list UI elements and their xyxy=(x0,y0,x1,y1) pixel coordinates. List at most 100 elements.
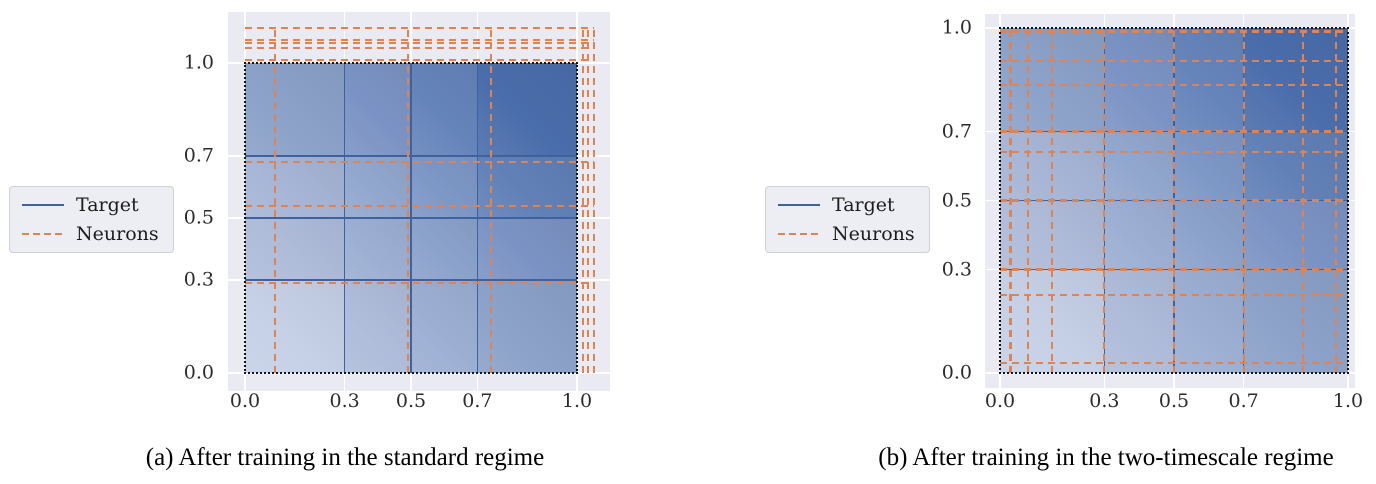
grid-cell xyxy=(344,156,411,218)
target-line-horizontal xyxy=(245,217,577,219)
neuron-line-vertical xyxy=(489,27,492,373)
cell-shading xyxy=(1174,131,1244,201)
neuron-line-horizontal xyxy=(1000,30,1348,33)
grid-cell xyxy=(411,63,478,156)
cell-shading xyxy=(245,156,345,218)
neuron-line-vertical xyxy=(581,27,585,373)
grid-cell xyxy=(1174,131,1244,201)
x-tick-label: 0.3 xyxy=(329,390,360,412)
grid-cell xyxy=(1104,200,1174,270)
cell-shading xyxy=(1243,131,1348,201)
cell-shading xyxy=(344,280,411,373)
cell-shading xyxy=(477,63,577,156)
cell-shading xyxy=(411,280,478,373)
y-tick-label: 0.7 xyxy=(183,144,214,167)
legend-label-neurons: Neurons xyxy=(76,223,159,245)
y-tick-label: 0.3 xyxy=(941,258,972,280)
x-tick-label: 0.0 xyxy=(984,390,1016,412)
grid-cell xyxy=(245,218,345,280)
grid-cell xyxy=(1174,28,1244,132)
grid-cell xyxy=(1174,200,1244,270)
legend-label-target: Target xyxy=(832,194,895,216)
y-tick-label: 0.3 xyxy=(183,268,214,291)
cell-shading xyxy=(1174,269,1244,373)
neuron-line-vertical xyxy=(592,27,596,373)
grid-cell xyxy=(477,218,577,280)
legend-item-neurons: Neurons xyxy=(778,223,915,245)
caption-b: (b) After training in the two-timescale … xyxy=(878,444,1334,471)
grid-cell xyxy=(477,156,577,218)
target-line-horizontal xyxy=(245,279,577,281)
grid-cell xyxy=(411,156,478,218)
grid-cell xyxy=(1243,131,1348,201)
grid-cell xyxy=(344,218,411,280)
neuron-line-horizontal xyxy=(245,26,594,30)
neuron-line-horizontal xyxy=(245,47,594,50)
neuron-line-horizontal xyxy=(1000,130,1348,133)
cell-shading xyxy=(477,280,577,373)
neuron-line-horizontal xyxy=(1000,361,1348,364)
grid-cell xyxy=(1243,269,1348,373)
target-line-sample xyxy=(22,203,64,207)
y-tick-label: 0.7 xyxy=(941,120,972,142)
grid-cell xyxy=(1104,28,1174,132)
grid-cell xyxy=(1174,269,1244,373)
neuron-line-horizontal xyxy=(245,204,594,207)
x-tick-label: 0.3 xyxy=(1089,390,1120,412)
grid-cell xyxy=(1104,269,1174,373)
y-tick-label: 0.0 xyxy=(941,361,972,384)
legend-item-target: Target xyxy=(778,194,915,216)
x-tick-label: 0.7 xyxy=(462,390,493,412)
neuron-line-horizontal xyxy=(245,161,594,164)
legend-label-neurons: Neurons xyxy=(832,223,915,245)
cell-shading xyxy=(1243,269,1348,373)
neuron-line-horizontal xyxy=(1000,83,1348,86)
x-tick-label: 0.5 xyxy=(395,390,427,412)
y-tick-label: 1.0 xyxy=(183,51,214,74)
target-boundary-dotted xyxy=(999,27,1349,374)
cell-shading xyxy=(344,63,411,156)
grid-cell xyxy=(477,280,577,373)
y-tick-label: 1.0 xyxy=(941,16,972,39)
cell-shading xyxy=(1104,269,1174,373)
x-tick-label: 1.0 xyxy=(561,390,593,412)
neuron-line-horizontal xyxy=(1000,268,1348,271)
y-tick-label: 0.0 xyxy=(183,361,214,384)
neurons-line-sample xyxy=(778,232,820,236)
grid-cell xyxy=(1104,131,1174,201)
cell-shading xyxy=(245,280,345,373)
caption-a: (a) After training in the standard regim… xyxy=(145,444,545,471)
cell-shading xyxy=(1104,200,1174,270)
neuron-line-horizontal xyxy=(245,41,594,44)
target-line-horizontal xyxy=(245,155,577,157)
x-tick-label: 0.7 xyxy=(1228,390,1259,412)
cell-shading xyxy=(477,218,577,280)
grid-cell xyxy=(411,218,478,280)
legend-item-neurons: Neurons xyxy=(22,223,159,245)
y-tick-label: 0.5 xyxy=(941,189,972,211)
neurons-line-sample xyxy=(22,232,64,236)
neuron-line-horizontal xyxy=(245,38,594,42)
cell-shading xyxy=(411,63,478,156)
cell-shading xyxy=(411,156,478,218)
cell-shading xyxy=(245,63,345,156)
grid-cell xyxy=(1243,200,1348,270)
cell-shading xyxy=(344,218,411,280)
neuron-line-horizontal xyxy=(1000,151,1348,154)
legend-label-target: Target xyxy=(76,194,139,216)
target-domain xyxy=(244,26,596,374)
neuron-line-horizontal xyxy=(245,282,594,285)
cell-shading xyxy=(477,156,577,218)
neuron-line-horizontal xyxy=(1000,199,1348,202)
neuron-line-horizontal xyxy=(245,58,594,61)
target-domain xyxy=(999,27,1349,374)
grid-cell xyxy=(245,280,345,373)
legend-b: Target Neurons xyxy=(765,186,930,253)
cell-shading xyxy=(1104,131,1174,201)
grid-cell xyxy=(344,63,411,156)
cell-shading xyxy=(1104,28,1174,132)
neuron-line-vertical xyxy=(586,27,590,373)
legend-a: Target Neurons xyxy=(9,186,174,253)
neuron-line-vertical xyxy=(406,27,409,373)
